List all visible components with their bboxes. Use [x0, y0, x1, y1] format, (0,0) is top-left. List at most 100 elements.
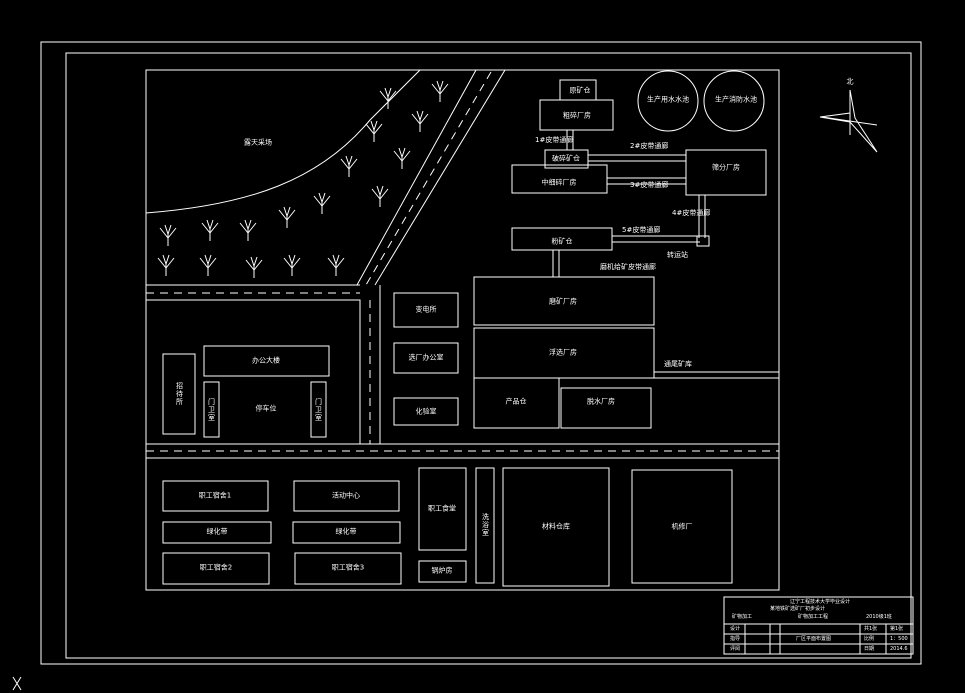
tb-r3-a: 评阅	[730, 646, 741, 652]
repair-shop	[631, 469, 733, 584]
label-staff-dorm-1: 职工宿舍1	[198, 491, 232, 500]
label-staff-canteen: 职工食堂	[428, 504, 456, 513]
tree-icon	[199, 254, 217, 276]
tree-icon	[340, 155, 358, 177]
label-tailings-dam: 通尾矿库	[664, 360, 692, 368]
tb-line2: 某地铁矿选矿厂初步设计	[770, 606, 826, 612]
label-crushed-ore-bin: 破碎矿仓	[552, 154, 580, 163]
transfer-station	[696, 235, 710, 247]
tree-icon	[157, 254, 175, 276]
label-powder-ore-bin: 粉矿仓	[551, 237, 573, 246]
label-guard-left: 门卫室	[207, 398, 216, 422]
lab	[393, 397, 459, 426]
label-parking: 停车位	[255, 404, 277, 413]
screening-plant	[685, 149, 767, 196]
label-substation: 变电所	[415, 305, 437, 314]
label-conveyor-3: 3#皮带通廊	[630, 181, 669, 189]
label-water-tank-production: 生产用水水池	[647, 95, 689, 104]
tree-icon	[313, 192, 331, 214]
boiler-room	[418, 560, 467, 583]
tb-r1-v: 第1张	[890, 626, 904, 632]
label-conveyor-2: 2#皮带通廊	[630, 142, 669, 150]
substation	[393, 292, 459, 328]
tree-icon	[245, 256, 263, 278]
staff-dorm-3	[294, 552, 402, 585]
raw-ore-bin	[559, 79, 597, 101]
label-grinding-plant: 磨矿厂房	[549, 297, 577, 306]
diagonal-road	[356, 69, 506, 286]
activity-center	[293, 480, 400, 512]
staff-canteen	[418, 467, 467, 551]
material-warehouse	[502, 467, 610, 587]
tb-line3-mid: 矿物加工工程	[798, 614, 829, 620]
tree-icon	[365, 120, 383, 142]
tree-icon	[278, 206, 296, 228]
staff-dorm-2	[162, 552, 270, 585]
north-arrow-icon	[819, 89, 878, 153]
powder-ore-bin	[511, 227, 613, 251]
label-lab: 化验室	[415, 407, 437, 416]
label-open-stockyard: 露天采场	[244, 138, 272, 147]
tree-icon	[159, 224, 177, 246]
label-screening-plant: 筛分厂房	[712, 163, 740, 172]
product-bin	[473, 377, 560, 429]
label-conveyor-1: 1#皮带通廊	[535, 136, 574, 144]
label-water-tank-fire: 生产消防水池	[715, 95, 757, 104]
label-conveyor-7: 磨机给矿皮带通廊	[600, 263, 656, 271]
label-office-building: 办公大楼	[252, 356, 280, 365]
guard-room-right	[310, 381, 327, 438]
upper-road	[146, 284, 360, 301]
open-pit-boundary	[145, 69, 421, 214]
label-activity-center: 活动中心	[332, 491, 360, 500]
tree-icon	[283, 254, 301, 276]
inner-frame	[65, 52, 912, 659]
tb-r1-k: 共1张	[864, 626, 878, 632]
tree-icon	[393, 147, 411, 169]
reception	[162, 353, 196, 435]
plant-office	[393, 342, 459, 374]
vertical-road	[359, 285, 381, 444]
label-guard-right: 门卫室	[314, 398, 323, 422]
label-boiler-room: 锅炉房	[431, 566, 453, 575]
tb-line3-right: 2010级1班	[866, 614, 892, 620]
water-tank-fire	[703, 70, 765, 132]
label-mid-fine-crush: 中细碎厂房	[541, 178, 577, 187]
office-area	[145, 299, 361, 445]
site-boundary	[145, 69, 780, 591]
main-road	[146, 443, 779, 459]
tree-icon	[201, 219, 219, 241]
tree-icon	[327, 254, 345, 276]
outer-frame	[40, 41, 922, 665]
tb-line1: 辽宁工程技术大学毕业设计	[790, 599, 851, 605]
compass-north-label: 北	[846, 77, 854, 86]
bathhouse	[475, 467, 495, 584]
title-block-grid	[723, 596, 914, 655]
tb-r3-v: 2014.6	[890, 646, 908, 652]
water-tank-production	[637, 70, 699, 132]
tree-icon	[431, 80, 449, 102]
tree-icon	[411, 110, 429, 132]
tb-r1-a: 设计	[730, 626, 741, 632]
label-conveyor-4: 4#皮带通廊	[672, 209, 711, 217]
label-dewatering-plant: 脱水厂房	[587, 397, 615, 406]
label-greenbelt-1: 绿化带	[206, 527, 228, 536]
tb-r3-k: 日期	[864, 646, 875, 652]
grinding-plant	[473, 276, 655, 326]
tree-icon	[239, 219, 257, 241]
label-transfer-station: 转运站	[667, 251, 688, 259]
tb-r2-v: 1：500	[890, 636, 908, 642]
label-staff-dorm-2: 职工宿舍2	[199, 563, 233, 572]
trees-group	[157, 80, 449, 278]
label-plant-office: 选厂办公室	[408, 353, 444, 362]
tree-icon	[379, 87, 397, 109]
tree-icon	[371, 185, 389, 207]
label-crush-plant: 粗碎厂房	[563, 111, 591, 120]
label-bathhouse: 洗浴室	[481, 513, 490, 537]
label-greenbelt-2: 绿化带	[335, 527, 357, 536]
label-repair-shop: 机修厂	[671, 522, 693, 531]
label-product-bin: 产品仓	[505, 397, 527, 406]
label-reception: 招待所	[175, 382, 184, 406]
label-flotation-plant: 浮选厂房	[549, 348, 577, 357]
guard-room-left	[203, 381, 220, 438]
